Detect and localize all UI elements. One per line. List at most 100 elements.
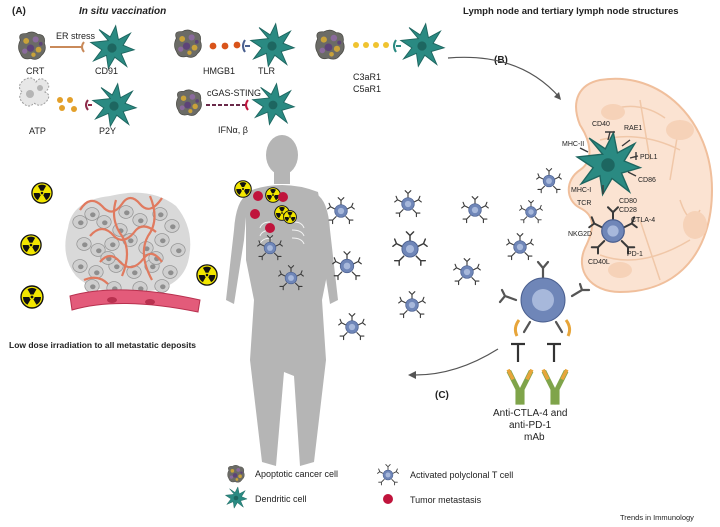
tumor-metastasis-icon xyxy=(383,494,393,504)
radiation-icon xyxy=(20,234,42,256)
crt-label: CRT xyxy=(26,66,45,76)
cd91-label: CD91 xyxy=(95,66,118,76)
c3ar1-c5ar1-pathway: C3aR1 C5aR1 xyxy=(315,23,445,94)
cd40-label: CD40 xyxy=(592,121,610,128)
tumor-metastasis-icon xyxy=(265,223,275,233)
tumor-cell xyxy=(96,215,112,229)
t-cell-icon xyxy=(453,258,481,286)
cgas-sting-pathway: cGAS-STING IFNα, β xyxy=(176,83,295,135)
tumor-cell xyxy=(88,265,104,279)
tumor-cell xyxy=(162,265,178,279)
pd1-label: PD-1 xyxy=(627,251,643,258)
hmgb1-label: HMGB1 xyxy=(203,66,235,76)
legend-dendritic-label: Dendritic cell xyxy=(255,494,307,504)
cd40l-label: CD40L xyxy=(588,259,610,266)
atp-label: ATP xyxy=(29,126,46,136)
atp-p2y-pathway: ATP P2Y xyxy=(18,77,137,136)
tumor-metastasis-icon xyxy=(250,209,260,219)
radiation-icon xyxy=(196,264,218,286)
mab-label-line3: mAb xyxy=(524,432,545,443)
t-cell-icon xyxy=(398,291,426,319)
journal-credit: Trends in Immunology xyxy=(620,513,694,522)
t-cell-icon xyxy=(332,251,362,281)
t-cell-icon xyxy=(327,197,355,225)
legend: Apoptotic cancer cell Dendritic cell Act… xyxy=(225,464,513,509)
dendritic-cell-icon xyxy=(400,23,445,67)
cgas-sting-label: cGAS-STING xyxy=(207,88,261,98)
apoptotic-cell-icon xyxy=(174,29,202,58)
t-cell-icon xyxy=(519,200,543,224)
tumor-cell xyxy=(154,279,170,293)
irradiation-caption: Low dose irradiation to all metastatic d… xyxy=(9,340,196,350)
ctla4-label: CTLA-4 xyxy=(631,217,655,224)
legend-metastasis-label: Tumor metastasis xyxy=(410,495,482,505)
c5ar1-label: C5aR1 xyxy=(353,84,381,94)
tumor-cell xyxy=(164,219,180,233)
apoptotic-cell-icon xyxy=(176,89,202,116)
mhc-i-label: MHC-I xyxy=(571,187,591,194)
c3ar1-label: C3aR1 xyxy=(353,72,381,82)
dendritic-cell-icon xyxy=(92,83,137,127)
nkg2d-label: NKG2D xyxy=(568,231,592,238)
dendritic-cell-icon xyxy=(225,486,248,509)
radiation-icon xyxy=(265,187,281,203)
metastases-on-body xyxy=(234,180,297,233)
mhc-ii-label: MHC-II xyxy=(562,141,584,148)
cd28-label: CD28 xyxy=(619,207,637,214)
radiation-icon xyxy=(234,180,252,198)
dendritic-cell-icon xyxy=(250,23,295,67)
p2y-label: P2Y xyxy=(99,126,116,136)
tumor-cell xyxy=(76,237,92,251)
panel-c-letter: (C) xyxy=(435,390,449,401)
t-cell-icon xyxy=(461,196,489,224)
er-stress-label: ER stress xyxy=(56,31,96,41)
panel-b-title: Lymph node and tertiary lymph node struc… xyxy=(463,6,679,17)
panel-c-checkpoint-blockade: Anti-CTLA-4 and anti-PD-1 mAb (C) xyxy=(408,260,591,443)
tumor-metastasis-icon xyxy=(253,191,263,201)
panel-a-in-situ-vaccination: (A) In situ vaccination ER stress CRT CD… xyxy=(12,6,445,136)
tumor-cell xyxy=(84,279,100,293)
cd86-label: CD86 xyxy=(638,177,656,184)
cd80-label: CD80 xyxy=(619,198,637,205)
human-body-icon xyxy=(226,135,338,466)
rae1-label: RAE1 xyxy=(624,125,642,132)
t-cell-icon xyxy=(338,313,366,341)
t-cell-icon xyxy=(536,168,562,194)
legend-tcell-label: Activated polyclonal T cell xyxy=(410,470,513,480)
tumor-irradiation-illustration: Low dose irradiation to all metastatic d… xyxy=(9,182,218,350)
fragmented-cell-icon xyxy=(18,77,50,107)
apoptotic-cell-icon xyxy=(315,29,345,60)
tumor-metastasis-icon xyxy=(278,192,288,202)
radiation-icon xyxy=(20,285,44,309)
tumor-cell xyxy=(118,205,134,219)
panel-a-title: In situ vaccination xyxy=(79,6,166,17)
panel-b-lymph-node: Lymph node and tertiary lymph node struc… xyxy=(447,6,714,294)
t-cell-icon xyxy=(498,260,591,337)
apoptotic-cell-icon xyxy=(227,465,245,483)
radiation-icon xyxy=(31,182,53,204)
tumor-mass xyxy=(65,192,201,313)
radiation-icon xyxy=(283,210,297,224)
apoptotic-cell-icon xyxy=(18,31,46,60)
antibody-icon xyxy=(508,370,532,405)
antibody-icon xyxy=(543,370,567,405)
t-cell-icon xyxy=(377,464,399,486)
legend-apoptotic-label: Apoptotic cancer cell xyxy=(255,469,338,479)
pdl1-label: PDL1 xyxy=(640,154,658,161)
dendritic-cell-icon xyxy=(90,25,135,69)
mab-label-line2: anti-PD-1 xyxy=(509,420,552,431)
panel-b-letter: (B) xyxy=(494,55,508,66)
ifn-label: IFNα, β xyxy=(218,125,248,135)
crt-cd91-pathway: ER stress CRT CD91 xyxy=(18,25,135,76)
tumor-cell xyxy=(170,243,186,257)
t-cell-icon xyxy=(394,190,422,218)
tumor-cell xyxy=(154,233,170,247)
tumor-cell xyxy=(132,213,148,227)
t-cell-icon xyxy=(506,233,534,261)
tumor-cell xyxy=(72,259,88,273)
t-cell-icon xyxy=(392,231,428,266)
tumor-cell xyxy=(72,215,88,229)
hmgb1-tlr-pathway: HMGB1 TLR xyxy=(174,23,295,76)
tumor-cell xyxy=(84,207,100,221)
